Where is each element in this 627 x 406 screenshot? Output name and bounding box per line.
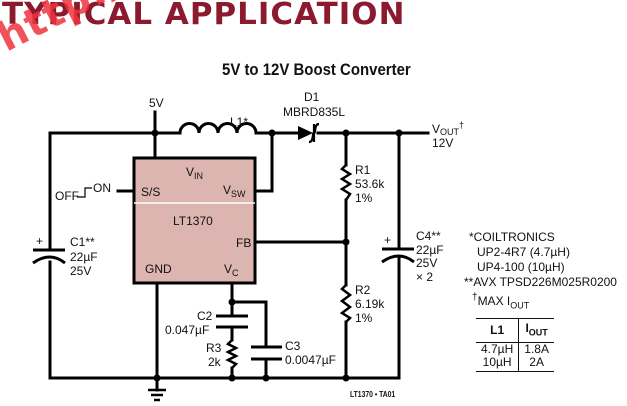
junction-dot bbox=[268, 129, 276, 137]
c3-value: 0.0047µF bbox=[285, 353, 336, 367]
r1-value: 53.6k bbox=[355, 177, 385, 191]
junction-dot bbox=[262, 374, 270, 382]
note-up4: UP4-100 (10µH) bbox=[477, 260, 565, 274]
junction-dot bbox=[342, 129, 350, 137]
wire-c3 bbox=[230, 300, 268, 349]
capacitor-c1 bbox=[32, 248, 66, 265]
junction-dot bbox=[228, 374, 236, 382]
table-row: 10µH 2A bbox=[476, 356, 554, 373]
iout-table: L1 IOUT 4.7µH 1.8A 10µH 2A bbox=[476, 317, 554, 373]
r1-tol: 1% bbox=[355, 191, 373, 205]
switch-symbol bbox=[77, 187, 92, 198]
c4-qty: × 2 bbox=[416, 270, 433, 284]
r2-ref: R2 bbox=[355, 283, 371, 297]
junction-dot bbox=[153, 374, 161, 382]
ic-name: LT1370 bbox=[173, 214, 213, 228]
c4-plus: + bbox=[384, 233, 391, 247]
junction-dot bbox=[395, 129, 403, 137]
wire-vsw bbox=[253, 131, 274, 193]
note-avx: **AVX TPSD226M025R0200 bbox=[464, 275, 617, 289]
pin-vin: VIN bbox=[186, 165, 203, 181]
junction-dot bbox=[228, 298, 236, 306]
junction-dot bbox=[342, 238, 350, 246]
c1-value: 22µF bbox=[70, 250, 98, 264]
circuit-title: 5V to 12V Boost Converter bbox=[222, 60, 411, 79]
c2-value: 0.047µF bbox=[165, 323, 209, 337]
r3-ref: R3 bbox=[206, 341, 222, 355]
r2-tol: 1% bbox=[355, 311, 373, 325]
junction-dot bbox=[151, 129, 159, 137]
table-row: 4.7µH 1.8A bbox=[476, 342, 554, 357]
ic-lt1370 bbox=[132, 156, 257, 285]
c1-ref: C1** bbox=[70, 235, 95, 249]
vout-label: VOUT† bbox=[432, 120, 464, 137]
capacitor-c4 bbox=[381, 247, 415, 264]
c4-ref: C4** bbox=[416, 229, 441, 243]
c4-value: 22µF bbox=[416, 243, 444, 257]
resistor-r2 bbox=[339, 284, 353, 323]
c2-ref: C2 bbox=[197, 309, 213, 323]
table-header-l1: L1 bbox=[476, 317, 520, 344]
figure-id: LT1370 • TA01 bbox=[350, 390, 396, 399]
note-up2: UP2-4R7 (4.7µH) bbox=[477, 245, 570, 259]
vout-value: 12V bbox=[432, 136, 453, 150]
section-title: TYPICAL APPLICATION bbox=[2, 0, 406, 32]
c1-voltage: 25V bbox=[70, 264, 91, 278]
notes: *COILTRONICS UP2-4R7 (4.7µH) UP4-100 (10… bbox=[464, 230, 617, 313]
r1-ref: R1 bbox=[355, 163, 371, 177]
r3-value: 2k bbox=[208, 355, 222, 369]
pin-gnd: GND bbox=[145, 262, 172, 276]
input-voltage-label: 5V bbox=[149, 96, 164, 110]
c4-voltage: 25V bbox=[416, 256, 437, 270]
switch-off-label: OFF bbox=[55, 189, 79, 203]
table-header-iout: IOUT bbox=[518, 317, 554, 344]
pin-ss: S/S bbox=[141, 185, 160, 199]
pin-vsw: VSW bbox=[223, 183, 246, 199]
r2-value: 6.19k bbox=[355, 297, 385, 311]
junction-dot bbox=[342, 374, 350, 382]
resistor-r3 bbox=[225, 339, 239, 369]
capacitor-c2 bbox=[216, 314, 248, 329]
c3-ref: C3 bbox=[285, 339, 301, 353]
ground-icon bbox=[148, 388, 166, 402]
note-max-iout: †MAX IOUT bbox=[472, 292, 530, 311]
capacitor-c3 bbox=[251, 345, 282, 361]
c1-plus: + bbox=[36, 234, 43, 248]
junctions bbox=[151, 129, 403, 382]
diode-d1 bbox=[298, 122, 320, 144]
pin-fb: FB bbox=[236, 236, 251, 250]
resistor-r1 bbox=[339, 164, 353, 201]
d1-part: MBRD835L bbox=[283, 105, 345, 119]
l1-label: L1* bbox=[230, 115, 248, 129]
note-coiltronics: *COILTRONICS bbox=[469, 230, 555, 244]
pin-vc: VC bbox=[224, 262, 239, 278]
switch-on-label: ON bbox=[93, 181, 111, 195]
inductor-l1 bbox=[178, 122, 258, 134]
d1-label: D1 bbox=[304, 90, 320, 104]
